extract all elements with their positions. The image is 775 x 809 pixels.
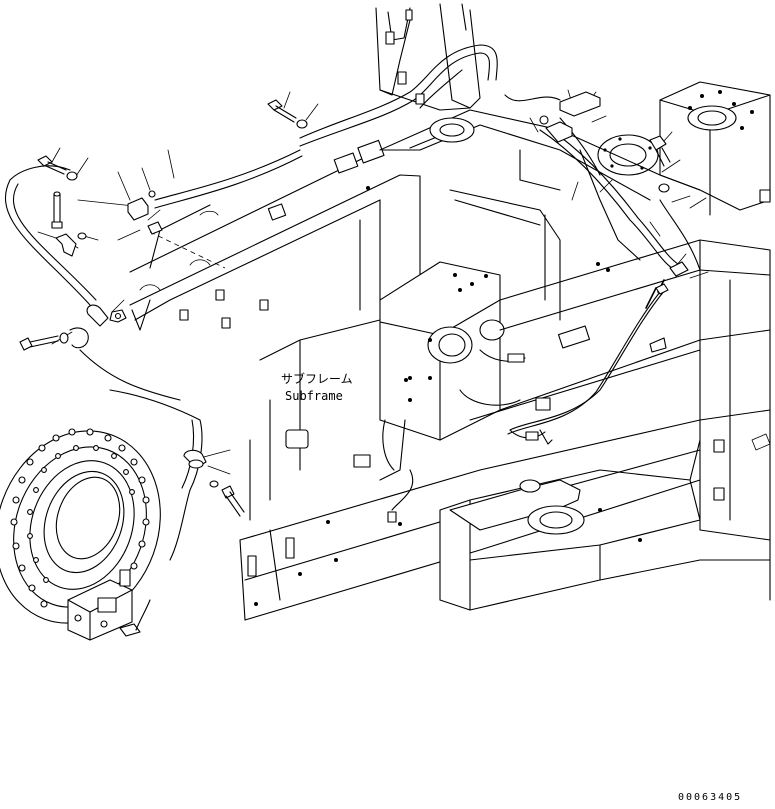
subframe-label-jp: サブフレーム bbox=[281, 372, 353, 386]
bolt-top-center bbox=[267, 99, 308, 129]
left-hose-run bbox=[154, 149, 303, 209]
lower-left-hose bbox=[4, 165, 203, 631]
turntable-bolt-holes bbox=[10, 428, 150, 608]
subframe-main-body bbox=[239, 109, 771, 621]
right-hose-run bbox=[507, 117, 701, 435]
drawing-code: 00063405 bbox=[678, 792, 743, 803]
p-clamp-nut bbox=[86, 304, 127, 327]
subframe-label-en: Subframe bbox=[285, 389, 343, 403]
round-flange bbox=[597, 134, 659, 176]
bolt-top-left bbox=[37, 155, 78, 181]
bolt-vertical-left bbox=[51, 191, 63, 229]
callout-leaders bbox=[37, 89, 709, 475]
top-right-fittings bbox=[539, 91, 689, 295]
clamp-block bbox=[127, 190, 163, 235]
lower-clamp bbox=[183, 449, 245, 517]
elbow-fitting bbox=[55, 232, 87, 257]
mid-piping bbox=[379, 349, 553, 511]
hardware-parts bbox=[19, 91, 689, 517]
swing-turntable bbox=[0, 428, 161, 641]
upper-hoses bbox=[299, 44, 561, 147]
right-top-block bbox=[659, 81, 771, 216]
upper-mast bbox=[375, 3, 481, 111]
bolt-left-washer bbox=[19, 327, 89, 351]
